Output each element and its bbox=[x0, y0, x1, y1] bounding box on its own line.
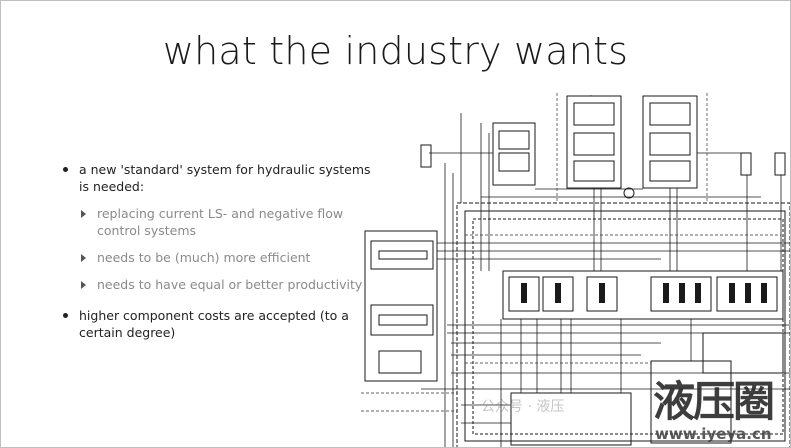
logo-url: www.iyeya.cn bbox=[655, 425, 772, 443]
sub-bullet-item: replacing current LS- and negative flow … bbox=[79, 205, 373, 239]
sub-bullet-text: needs to have equal or better productivi… bbox=[97, 277, 363, 292]
bullet-text: a new 'standard' system for hydraulic sy… bbox=[79, 162, 371, 194]
triangle-bullet-icon bbox=[81, 210, 86, 218]
triangle-bullet-icon bbox=[81, 281, 86, 289]
triangle-bullet-icon bbox=[81, 254, 86, 262]
sub-bullet-text: replacing current LS- and negative flow … bbox=[97, 206, 344, 238]
sub-bullet-list: replacing current LS- and negative flow … bbox=[79, 205, 373, 293]
sub-bullet-item: needs to be (much) more efficient bbox=[79, 249, 373, 266]
sub-bullet-item: needs to have equal or better productivi… bbox=[79, 276, 373, 293]
sub-bullet-text: needs to be (much) more efficient bbox=[97, 250, 311, 265]
bullet-item: higher component costs are accepted (to … bbox=[63, 307, 373, 341]
slide-title: what the industry wants bbox=[162, 29, 629, 73]
bullet-text: higher component costs are accepted (to … bbox=[79, 308, 349, 340]
bullet-item: a new 'standard' system for hydraulic sy… bbox=[63, 161, 373, 293]
watermark: 公众号 · 液压 bbox=[481, 399, 565, 415]
logo-text: 液压圈 bbox=[653, 377, 775, 426]
logo: 液压圈 www.iyeya.cn bbox=[653, 377, 790, 447]
hydraulic-schematic bbox=[361, 93, 790, 447]
bullet-list: a new 'standard' system for hydraulic sy… bbox=[63, 161, 373, 341]
